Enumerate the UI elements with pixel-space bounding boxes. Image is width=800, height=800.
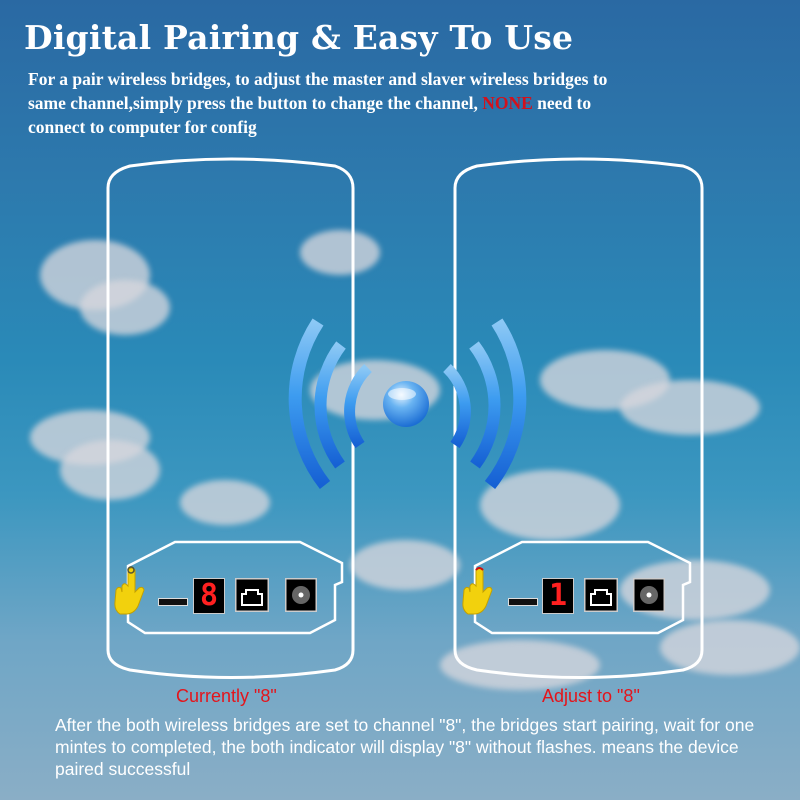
button-slot-icon <box>158 598 188 606</box>
intro-text-part: For a pair wireless bridges, to adjust t… <box>28 69 608 113</box>
button-slot-icon <box>508 598 538 606</box>
power-jack-icon <box>285 578 317 612</box>
seven-segment-display: 1 <box>542 578 574 614</box>
hand-press-icon[interactable] <box>114 566 154 616</box>
intro-text: For a pair wireless bridges, to adjust t… <box>28 67 628 139</box>
intro-text-part: need to connect to computer for config <box>28 93 592 137</box>
hand-press-icon[interactable] <box>462 566 502 616</box>
none-highlight: NONE <box>482 93 533 113</box>
ethernet-port-icon <box>584 578 618 612</box>
right-caption: Adjust to "8" <box>542 686 640 706</box>
ethernet-port-icon <box>235 578 269 612</box>
seven-segment-display: 8 <box>193 578 225 614</box>
left-caption: Currently "8" <box>176 686 277 706</box>
power-jack-icon <box>633 578 665 612</box>
page-title: Digital Pairing & Easy To Use <box>24 18 574 57</box>
footer-text: After the both wireless bridges are set … <box>55 715 755 779</box>
